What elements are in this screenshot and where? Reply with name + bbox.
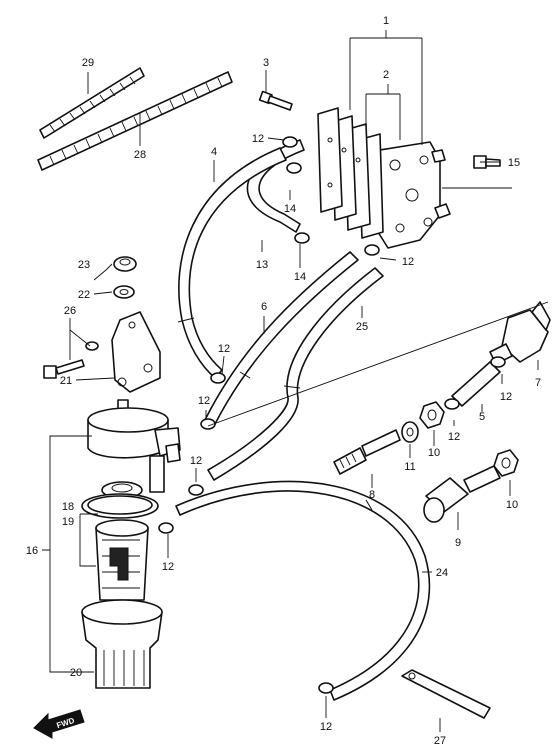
part-14-clip-upper <box>286 162 302 174</box>
label-8: 8 <box>369 489 375 501</box>
part-12-clamp-hose6 <box>200 418 216 430</box>
part-12-clamp-hose5-a <box>490 356 506 368</box>
part-19-seal <box>81 493 159 519</box>
label-13: 13 <box>256 259 268 271</box>
part-12-clamp-filter-a <box>188 484 204 496</box>
label-23: 23 <box>78 259 90 271</box>
part-11-washer <box>401 421 419 443</box>
label-14-upper: 14 <box>284 203 296 215</box>
part-2-gaskets-diaphragms <box>317 107 384 239</box>
label-15: 15 <box>508 157 520 169</box>
part-21-bracket <box>111 311 161 393</box>
leader-lines <box>42 30 549 732</box>
part-14-clip-lower <box>294 232 310 244</box>
label-21: 21 <box>60 375 72 387</box>
part-24-fuel-hose <box>175 480 431 701</box>
part-7-primer-connector <box>489 301 551 365</box>
part-12-clamp-pump-outlet <box>364 244 380 256</box>
label-12-filter-b: 12 <box>162 561 174 573</box>
callout-labels: 1 2 3 4 5 6 7 8 9 10 10 11 12 12 12 12 1… <box>26 15 541 747</box>
label-9: 9 <box>455 537 461 549</box>
label-12-hose5-b: 12 <box>448 431 460 443</box>
part-28-protector-tube <box>37 71 233 171</box>
label-29: 29 <box>82 57 94 69</box>
label-12-pump-top: 12 <box>252 133 264 145</box>
label-11: 11 <box>404 461 415 473</box>
label-10-upper: 10 <box>428 447 440 459</box>
label-18: 18 <box>62 501 74 513</box>
label-3: 3 <box>263 57 269 69</box>
part-23-nut <box>113 256 137 272</box>
label-10-lower: 10 <box>506 499 518 511</box>
part-26-bolt-washer <box>43 341 99 379</box>
label-12-filter-a: 12 <box>190 455 202 467</box>
label-19: 19 <box>62 516 74 528</box>
label-27: 27 <box>434 735 446 747</box>
label-7: 7 <box>535 377 541 389</box>
part-8-connector <box>333 429 401 475</box>
part-10-nut-upper <box>419 401 445 429</box>
part-12-clamp-hose24 <box>318 682 334 694</box>
label-12-hose6: 12 <box>198 395 210 407</box>
label-14-lower: 14 <box>294 271 306 283</box>
part-20-filter-bowl <box>81 599 163 689</box>
part-12-clamp-pump-top <box>282 136 298 148</box>
label-12-hose5-a: 12 <box>500 391 512 403</box>
label-4: 4 <box>211 146 217 158</box>
part-20-filter-element <box>95 519 149 601</box>
part-22-washer <box>113 285 135 299</box>
label-26: 26 <box>64 305 76 317</box>
label-6: 6 <box>261 301 267 313</box>
label-12-hose4: 12 <box>218 343 230 355</box>
label-28: 28 <box>134 149 146 161</box>
part-9-connector <box>423 465 501 523</box>
label-12-hose24: 12 <box>320 721 332 733</box>
part-1-fuel-pump <box>377 141 451 249</box>
part-12-clamp-hose4 <box>210 372 226 384</box>
label-1: 1 <box>383 15 389 27</box>
label-24: 24 <box>436 567 448 579</box>
label-25: 25 <box>356 321 368 333</box>
part-5-fuel-hose <box>451 361 501 407</box>
label-16: 16 <box>26 545 38 557</box>
part-16-fuel-filter-head <box>87 399 181 493</box>
part-25-fuel-hose <box>207 267 384 481</box>
label-20: 20 <box>70 667 82 679</box>
label-12-pump-outlet: 12 <box>402 256 414 268</box>
part-12-clamp-hose5-b <box>444 398 460 410</box>
label-2: 2 <box>383 69 389 81</box>
part-29-protector-tube <box>39 67 145 139</box>
part-10-nut-lower <box>493 449 519 477</box>
part-12-clamp-filter-b <box>158 522 174 534</box>
label-22: 22 <box>78 289 90 301</box>
part-3-screw <box>258 90 293 111</box>
part-27-strap <box>401 669 491 719</box>
label-5: 5 <box>479 411 485 423</box>
forward-arrow-icon: FWD <box>33 709 85 739</box>
part-6-fuel-hose <box>204 251 359 425</box>
